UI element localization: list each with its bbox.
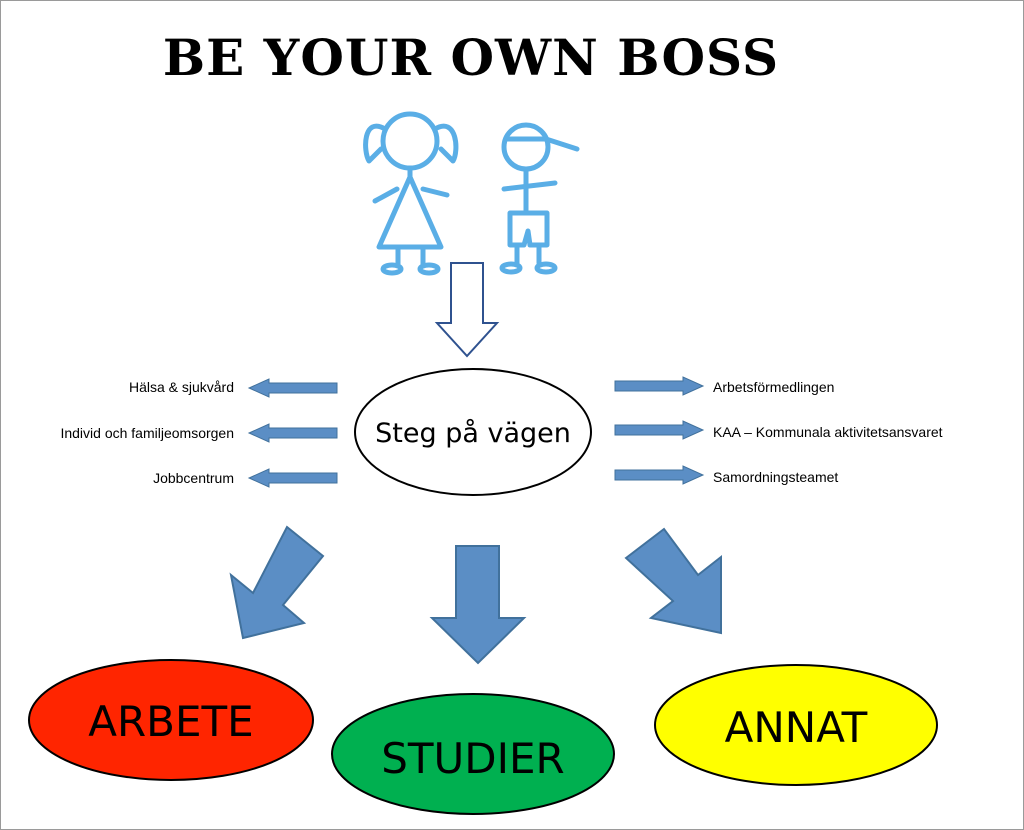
outcome-annat xyxy=(654,664,938,786)
right-arrow-1 xyxy=(614,376,705,396)
outcome-arbete xyxy=(28,659,314,781)
down-arrow-outline-icon xyxy=(434,262,500,358)
boy-stick-figure-icon xyxy=(499,122,580,275)
right-arrow-3 xyxy=(614,465,705,485)
arrow-to-annat xyxy=(624,527,722,635)
outcome-studier-label: STUDIER xyxy=(381,734,565,783)
outcome-studier xyxy=(331,693,615,815)
left-arrow-1 xyxy=(247,378,338,398)
right-arrow-2 xyxy=(614,420,705,440)
left-item-2: Individ och familjeomsorgen xyxy=(60,425,234,441)
left-item-3: Jobbcentrum xyxy=(153,470,234,486)
right-item-3: Samordningsteamet xyxy=(713,469,838,485)
arrow-to-studier xyxy=(429,545,527,665)
center-node-label: Steg på vägen xyxy=(375,418,571,449)
girl-stick-figure-icon xyxy=(363,111,459,276)
outcome-annat-label: ANNAT xyxy=(725,703,868,752)
left-arrow-2 xyxy=(247,423,338,443)
left-arrow-3 xyxy=(247,468,338,488)
center-node xyxy=(354,368,592,496)
right-item-2: KAA – Kommunala aktivitetsansvaret xyxy=(713,424,943,440)
left-item-1: Hälsa & sjukvård xyxy=(129,379,234,395)
page-title: BE YOUR OWN BOSS xyxy=(163,28,779,87)
right-item-1: Arbetsförmedlingen xyxy=(713,379,834,395)
arrow-to-arbete xyxy=(229,525,325,640)
outcome-arbete-label: ARBETE xyxy=(88,697,253,746)
